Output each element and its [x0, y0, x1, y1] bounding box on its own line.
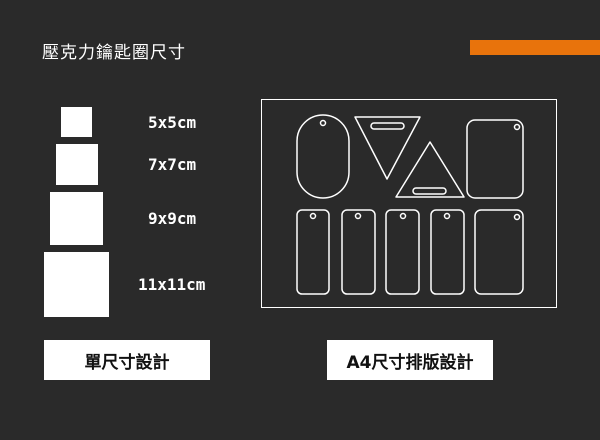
- accent-bar: [470, 40, 600, 55]
- size-label-11x11: 11x11cm: [138, 275, 206, 294]
- a4-layout-sheet: [261, 99, 557, 308]
- rect-keychain-shape-3: [385, 209, 420, 295]
- single-size-design-button[interactable]: 單尺寸設計: [44, 340, 210, 380]
- page-title: 壓克力鑰匙圈尺寸: [42, 43, 186, 63]
- rect-keychain-shape-2: [341, 209, 376, 295]
- rect-keychain-shape-4: [430, 209, 465, 295]
- size-swatch-11x11: [44, 252, 109, 317]
- keychain-shapes: [296, 114, 524, 295]
- size-swatch-7x7: [56, 144, 98, 185]
- oval-keychain-shape: [296, 114, 350, 199]
- rect-keychain-shape-1: [296, 209, 330, 295]
- size-swatch-9x9: [50, 192, 103, 245]
- size-swatch-5x5: [61, 107, 92, 137]
- size-label-7x7: 7x7cm: [148, 155, 197, 174]
- size-label-9x9: 9x9cm: [148, 209, 197, 228]
- rounded-square-keychain-shape: [466, 119, 524, 199]
- rect-keychain-shape-5: [474, 209, 524, 295]
- triangle-down-keychain-shape: [354, 116, 421, 180]
- size-label-5x5: 5x5cm: [148, 113, 197, 132]
- a4-layout-design-button[interactable]: A4尺寸排版設計: [327, 340, 493, 380]
- triangle-up-keychain-shape: [395, 141, 465, 198]
